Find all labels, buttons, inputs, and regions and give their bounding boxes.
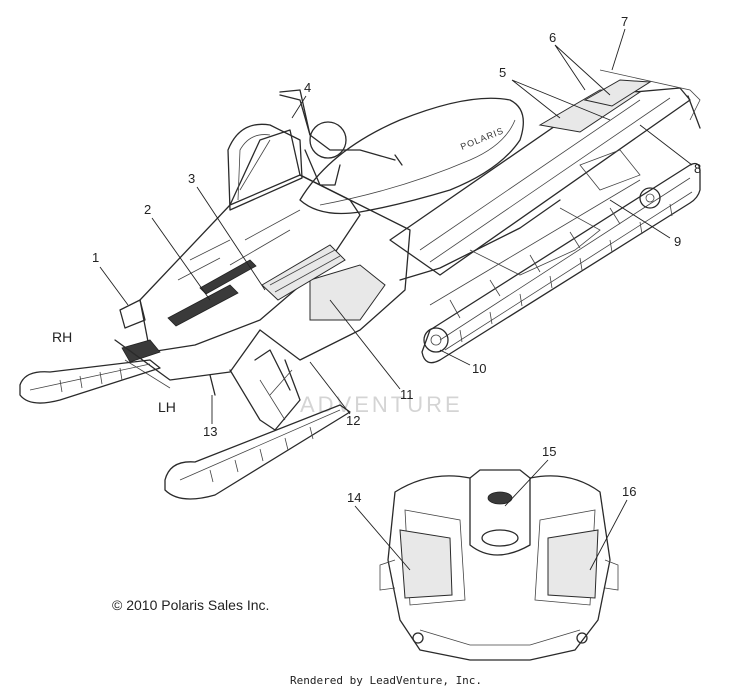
- callout-6: 6: [549, 30, 556, 45]
- watermark: ADVENTURE: [300, 392, 463, 417]
- callout-4: 4: [304, 80, 311, 95]
- callouts: 1 2 3 4 5 6 7 8 9 10 11 12 13 14 15 16 R…: [52, 14, 701, 505]
- hood-lower-body: [387, 469, 611, 661]
- front-suspension: [229, 349, 301, 431]
- callout-7: 7: [621, 14, 628, 29]
- snowmobile-assembly: POLARIS: [19, 69, 701, 500]
- hood-vent-mesh: [261, 244, 346, 301]
- callout-15: 15: [542, 444, 556, 459]
- dash-opening: [481, 529, 519, 547]
- headlight: [121, 339, 161, 363]
- callout-8: 8: [694, 161, 701, 176]
- track: [421, 162, 701, 364]
- seat: [299, 97, 524, 215]
- side-panel: [309, 264, 386, 321]
- hood-lower-assembly: [379, 469, 619, 661]
- callout-9: 9: [674, 234, 681, 249]
- tunnel-decal-6: [583, 79, 652, 107]
- callout-2: 2: [144, 202, 151, 217]
- rendered-by-text: Rendered by LeadVenture, Inc.: [290, 674, 483, 687]
- callout-1: 1: [92, 250, 99, 265]
- callout-5: 5: [499, 65, 506, 80]
- hood: [139, 174, 361, 353]
- callout-12: 12: [346, 413, 360, 428]
- snowflap-rod: [687, 95, 701, 129]
- leader-lines: [99, 28, 693, 571]
- ski-left: [164, 404, 351, 500]
- rh-label: RH: [52, 329, 72, 345]
- copyright-text: © 2010 Polaris Sales Inc.: [112, 597, 270, 613]
- callout-14: 14: [347, 490, 361, 505]
- callout-11: 11: [400, 387, 414, 402]
- tunnel: [389, 87, 691, 276]
- callout-10: 10: [472, 361, 486, 376]
- side-panel-left: [399, 529, 453, 599]
- windshield: [227, 123, 303, 211]
- handlebar: [279, 94, 396, 161]
- callout-3: 3: [188, 171, 195, 186]
- front-vent-left: [167, 284, 239, 327]
- callout-13: 13: [203, 424, 217, 439]
- callout-16: 16: [622, 484, 636, 499]
- side-panel-right: [547, 529, 599, 599]
- lh-label: LH: [158, 399, 176, 415]
- rear-idler-wheel: [423, 327, 449, 353]
- ski-right: [19, 359, 161, 404]
- mirror-loop: [309, 121, 347, 159]
- watermark-text: ADVENTURE: [300, 392, 463, 417]
- seat-brand-text: POLARIS: [459, 125, 505, 152]
- drive-wheel: [639, 187, 661, 209]
